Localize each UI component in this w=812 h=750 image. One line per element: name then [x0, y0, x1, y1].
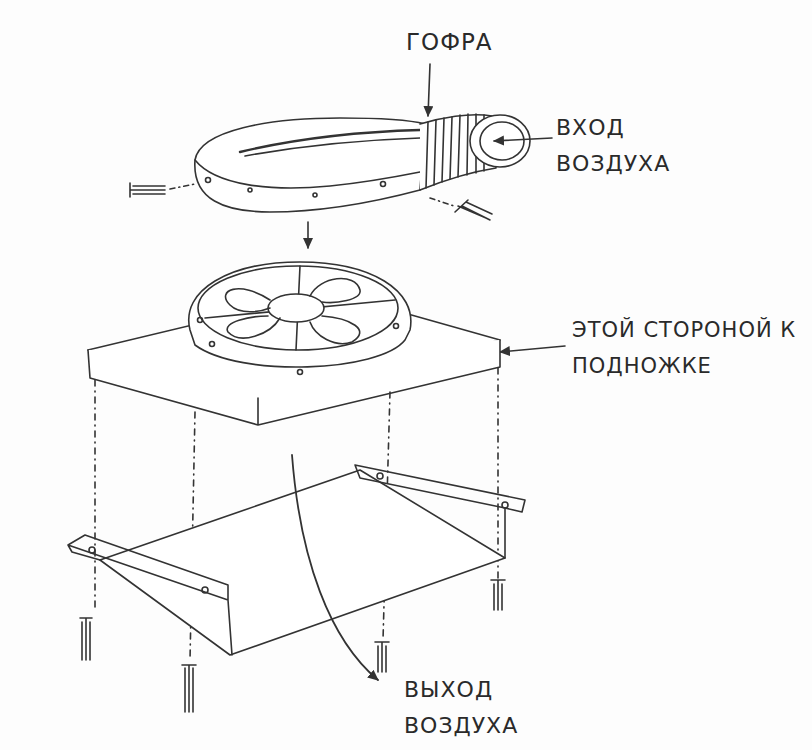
annotation-label: ВХОД ВОЗДУХА	[556, 110, 691, 182]
corrugated-hose	[420, 114, 530, 190]
annotation-label: ЭТОЙ СТОРОНОЙ К ПОДНОЖКЕ	[572, 312, 804, 384]
duct-cover	[195, 118, 425, 212]
annotation-label: ГОФРА	[406, 24, 546, 60]
airflow-arrow	[292, 455, 378, 680]
fan-symbol	[189, 262, 411, 375]
screw	[130, 183, 492, 220]
annotation-label: ВЫХОД ВОЗДУХА	[404, 672, 539, 744]
